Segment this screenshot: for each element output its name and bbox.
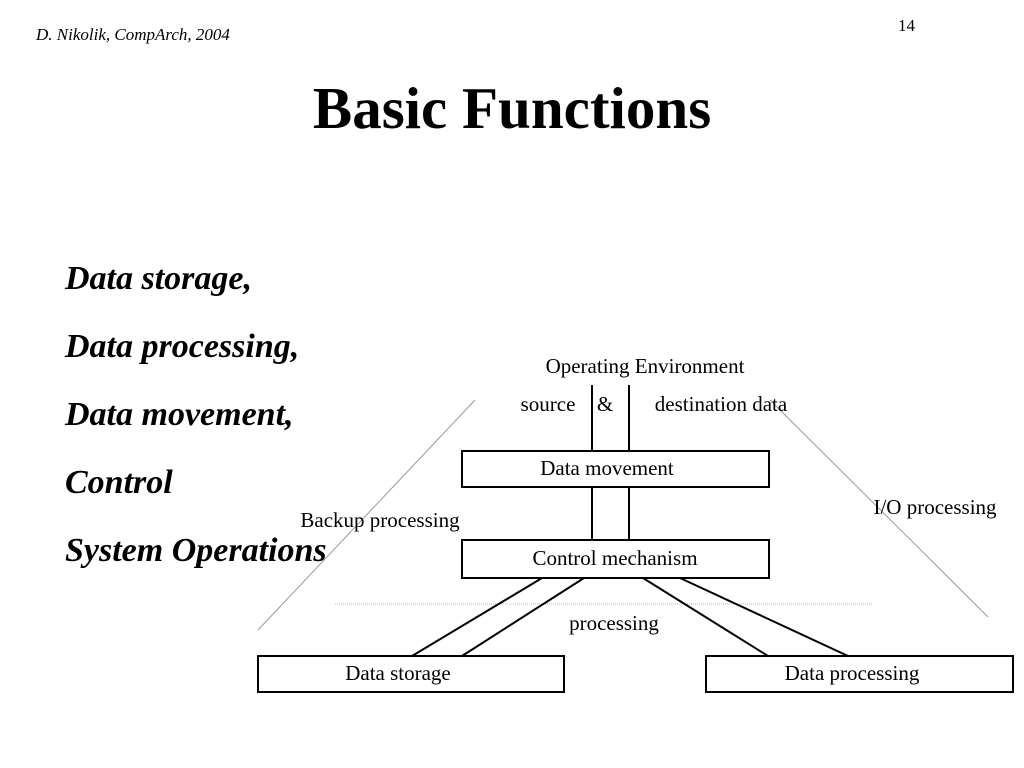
data-movement-label: Data movement [540, 456, 674, 480]
data-processing-box [705, 655, 1014, 693]
list-item-data-storage: Data storage, [65, 260, 252, 297]
data-storage-box [257, 655, 565, 693]
slide-title: Basic Functions [312, 75, 712, 141]
list-item-data-movement: Data movement, [65, 396, 294, 433]
page-number: 14 [898, 16, 915, 35]
source-label: source [521, 392, 576, 416]
left-faint-edge [257, 399, 476, 631]
control-mechanism-box [461, 539, 770, 579]
connector-processing-outer [679, 577, 849, 657]
processing-label: processing [569, 611, 659, 635]
author-credit: D. Nikolik, CompArch, 2004 [36, 25, 230, 44]
connector-storage-outer [411, 577, 543, 657]
list-item-system-operations: System Operations [65, 532, 327, 569]
connector-storage-inner [461, 577, 585, 657]
data-movement-box [461, 450, 770, 488]
data-processing-label: Data processing [785, 661, 920, 685]
destination-label: destination data [655, 392, 788, 416]
operating-environment-label: Operating Environment [546, 354, 745, 378]
control-mechanism-label: Control mechanism [532, 546, 697, 570]
list-item-control: Control [65, 464, 173, 501]
function-list: Data storage, Data processing, Data move… [65, 256, 327, 596]
connector-processing-inner [642, 577, 769, 657]
data-storage-label: Data storage [345, 661, 451, 685]
ampersand-label: & [597, 392, 613, 416]
backup-processing-label: Backup processing [300, 508, 460, 532]
list-item-data-processing: Data processing, [65, 328, 300, 365]
io-processing-label: I/O processing [873, 495, 997, 519]
right-faint-edge [769, 399, 989, 618]
